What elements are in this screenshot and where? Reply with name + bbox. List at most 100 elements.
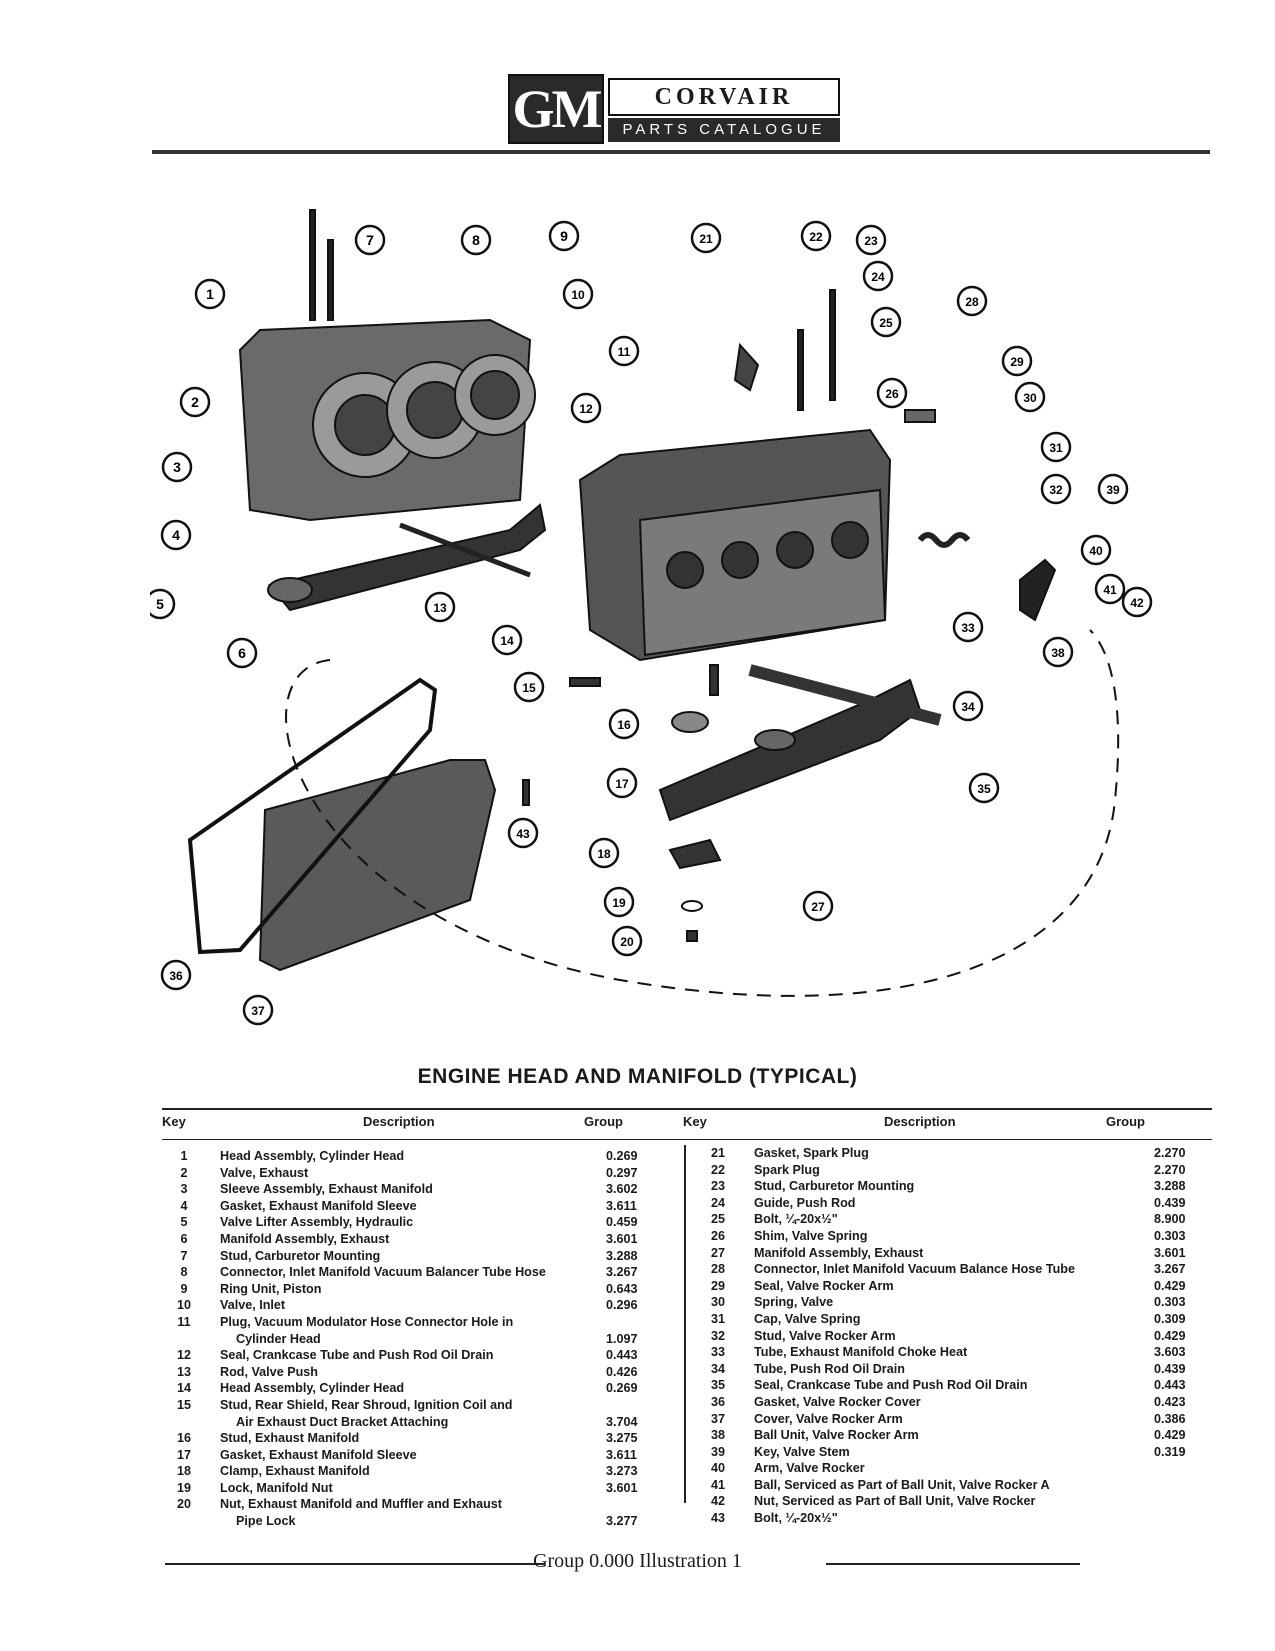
figure-caption: ENGINE HEAD AND MANIFOLD (TYPICAL) <box>417 1065 858 1088</box>
part-description: Nut, Serviced as Part of Ball Unit, Valv… <box>754 1494 1036 1509</box>
valve-rocker-cover <box>258 759 497 972</box>
callout-22: 22 <box>800 220 832 252</box>
callout-label: 25 <box>879 316 893 330</box>
part-description: Seal, Valve Rocker Arm <box>754 1278 894 1293</box>
callout-label: 1 <box>206 286 214 302</box>
callout-label: 5 <box>156 596 164 612</box>
part-description: Clamp, Exhaust Manifold <box>220 1464 370 1479</box>
part-group: 3.601 <box>1154 1245 1186 1260</box>
part-key: 38 <box>710 1428 725 1443</box>
part-group: 3.275 <box>606 1431 638 1446</box>
part-group: 0.439 <box>1154 1195 1186 1210</box>
part-group: 3.704 <box>606 1414 638 1429</box>
part-key: 24 <box>710 1195 725 1210</box>
callout-label: 43 <box>516 827 530 841</box>
callout-43: 43 <box>507 817 539 849</box>
part-description: Gasket, Exhaust Manifold Sleeve <box>220 1447 417 1462</box>
callout-label: 23 <box>864 234 878 248</box>
part-description: Head Assembly, Cylinder Head <box>220 1149 405 1163</box>
part-key: 3 <box>180 1182 188 1197</box>
callout-37: 37 <box>242 994 274 1026</box>
callout-label: 11 <box>618 345 631 359</box>
callout-34: 34 <box>952 690 984 722</box>
callout-label: 20 <box>620 935 634 949</box>
header-key-left: Key <box>162 1114 186 1129</box>
part-group: 3.288 <box>1154 1179 1186 1194</box>
part-key: 35 <box>710 1378 725 1393</box>
callout-label: 15 <box>522 681 536 695</box>
part-key: 31 <box>710 1311 725 1326</box>
part-description: Bolt, ¼-20x½" <box>754 1212 838 1227</box>
part-key: 26 <box>710 1228 725 1243</box>
part-key: 27 <box>710 1245 725 1260</box>
part-description: Sleeve Assembly, Exhaust Manifold <box>220 1182 433 1197</box>
part-group: 3.288 <box>606 1248 638 1263</box>
callout-18: 18 <box>588 837 620 869</box>
part-key: 32 <box>710 1328 725 1343</box>
callout-label: 31 <box>1049 441 1063 455</box>
callout-23: 23 <box>855 224 887 256</box>
part-group: 3.273 <box>606 1464 638 1479</box>
part-key: 13 <box>176 1364 191 1379</box>
part-description: Plug, Vacuum Modulator Hose Connector Ho… <box>220 1314 514 1329</box>
part-group: 0.319 <box>1154 1444 1186 1459</box>
part-description: Shim, Valve Spring <box>754 1228 868 1243</box>
callout-label: 14 <box>500 634 514 648</box>
header-description-right: Description <box>884 1114 956 1129</box>
part-key: 33 <box>710 1345 725 1360</box>
callout-27: 27 <box>802 890 834 922</box>
callout-15: 15 <box>513 671 545 703</box>
part-description: Pipe Lock <box>236 1514 296 1529</box>
part-key: 39 <box>710 1444 725 1459</box>
callout-7: 7 <box>354 224 386 256</box>
part-key: 10 <box>176 1298 191 1313</box>
part-group: 3.267 <box>1154 1262 1186 1277</box>
part-group: 0.269 <box>606 1149 638 1163</box>
callout-19: 19 <box>603 886 635 918</box>
part-description: Gasket, Spark Plug <box>754 1146 869 1160</box>
part-key: 29 <box>710 1278 725 1293</box>
callout-9: 9 <box>548 220 580 252</box>
callout-label: 18 <box>597 847 611 861</box>
part-group: 3.601 <box>606 1231 638 1246</box>
part-key: 2 <box>180 1165 188 1180</box>
part-key: 42 <box>710 1494 725 1509</box>
part-key: 23 <box>710 1179 725 1194</box>
callout-label: 41 <box>1103 583 1117 597</box>
part-group: 0.303 <box>1154 1295 1186 1310</box>
part-group: 0.303 <box>1154 1228 1186 1243</box>
brand-title: CORVAIR <box>608 78 840 116</box>
callout-label: 29 <box>1010 355 1024 369</box>
part-group: 0.386 <box>1154 1411 1186 1426</box>
callout-label: 3 <box>173 459 181 475</box>
part-description: Manifold Assembly, Exhaust <box>754 1245 924 1260</box>
callout-30: 30 <box>1014 381 1046 413</box>
callout-41: 41 <box>1094 573 1126 605</box>
part-description: Seal, Crankcase Tube and Push Rod Oil Dr… <box>220 1348 494 1363</box>
part-group: 0.439 <box>1154 1361 1186 1376</box>
part-description: Tube, Exhaust Manifold Choke Heat <box>754 1345 968 1360</box>
part-key: 17 <box>176 1447 191 1462</box>
part-key: 30 <box>710 1295 725 1310</box>
callout-label: 37 <box>251 1004 265 1018</box>
callout-5: 5 <box>150 588 176 620</box>
part-description: Cap, Valve Spring <box>754 1311 861 1326</box>
part-key: 7 <box>180 1248 188 1263</box>
callout-13: 13 <box>424 591 456 623</box>
part-group: 0.426 <box>606 1364 638 1379</box>
callout-42: 42 <box>1121 586 1153 618</box>
part-group: 0.296 <box>606 1298 638 1313</box>
callout-39: 39 <box>1097 473 1129 505</box>
